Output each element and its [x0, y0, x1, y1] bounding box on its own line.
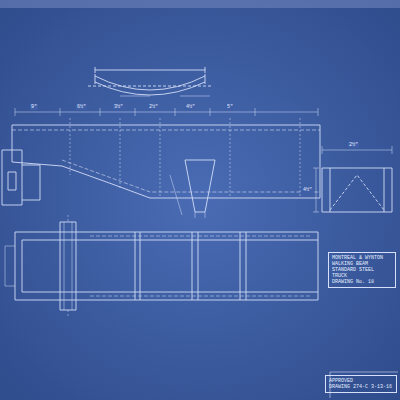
dimension-label: 6½" [76, 104, 87, 110]
linework [2, 67, 398, 398]
dimension-label: 2½" [348, 142, 359, 148]
title-text: STANDARD STEEL [332, 267, 392, 273]
title-text: TRUCK [332, 273, 392, 279]
dimension-label: 4½" [185, 104, 196, 110]
dimension-label: 2½" [148, 104, 159, 110]
dimension-label: 5" [226, 104, 234, 110]
dimension-label: 4½" [302, 187, 313, 193]
dimension-label: 3½" [113, 104, 124, 110]
title-text: APPROVED [329, 378, 393, 384]
title-text: DRAWING 274-C 3-13-16 [329, 384, 393, 390]
dimension-label: 9" [30, 104, 38, 110]
title-text: WALKING BEAM [332, 261, 392, 267]
title-text: MONTREAL & WYNTON [332, 255, 392, 261]
title-block: MONTREAL & WYNTONWALKING BEAMSTANDARD ST… [328, 252, 396, 288]
title-text: DRAWING No. 18 [332, 279, 392, 285]
approval-stamp: APPROVEDDRAWING 274-C 3-13-16 [325, 375, 397, 393]
paper-edge [0, 0, 400, 8]
